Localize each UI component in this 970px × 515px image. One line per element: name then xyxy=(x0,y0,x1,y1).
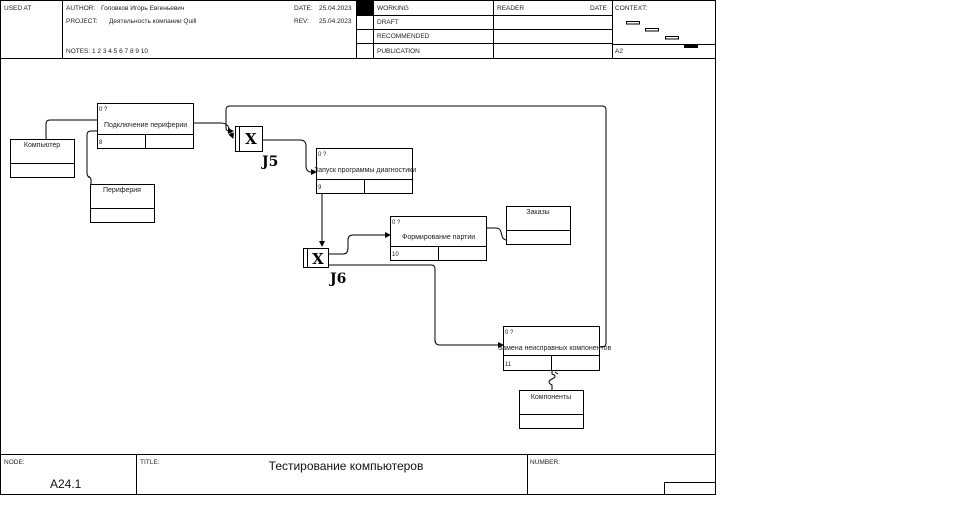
notes-label: NOTES: 1 2 3 4 5 6 7 8 9 10 xyxy=(66,48,148,55)
arrow-j6-to-replace xyxy=(329,264,504,348)
arrow-computer-to-connect xyxy=(45,119,98,139)
title-label: TITLE: xyxy=(140,459,160,466)
project-value: Деятельность компании Quill xyxy=(109,18,197,25)
arrow-j5-to-diagnostics xyxy=(263,139,317,175)
process-box-form-batch[interactable]: 0 ? Формирование партии 10 xyxy=(390,216,487,261)
process-label: Замена неисправных компонентов xyxy=(498,345,612,352)
arrow-periphery-to-connect xyxy=(86,130,98,185)
context-label: CONTEXT: xyxy=(615,5,647,12)
diagram-frame xyxy=(0,0,716,495)
author-label: AUTHOR: xyxy=(66,5,95,12)
junction-j5[interactable]: X J5 xyxy=(235,126,279,170)
ref-box-computer[interactable]: Компьютер xyxy=(10,139,75,178)
ref-box-periphery[interactable]: Периферия xyxy=(90,184,155,223)
ref-label: Компоненты xyxy=(531,394,571,401)
context-mini-diagram xyxy=(626,21,698,48)
footer: NODE: A24.1 TITLE: Тестирование компьюте… xyxy=(0,454,716,495)
arrow-j6-to-batch xyxy=(329,232,391,255)
arrow-replace-to-components xyxy=(548,370,556,390)
junction-symbol: X xyxy=(312,250,324,268)
connectors xyxy=(45,105,607,390)
ref-box-orders[interactable]: Заказы xyxy=(506,206,571,245)
working-status-marker xyxy=(357,1,373,15)
arrow-feedback-to-j5 xyxy=(225,105,607,348)
node-label: NODE: xyxy=(4,459,25,466)
process-box-replace-components[interactable]: 0 ? Замена неисправных компонентов 11 xyxy=(498,326,612,371)
ref-label: Периферия xyxy=(103,187,141,194)
junction-label: J6 xyxy=(328,271,346,287)
header: USED AT AUTHOR: Головков Игорь Евгеньеви… xyxy=(0,0,716,59)
date-label: DATE: xyxy=(294,5,313,12)
arrow-batch-to-orders xyxy=(486,227,508,241)
rev-label: REV: xyxy=(294,18,309,25)
reader-label: READER xyxy=(497,5,524,12)
ref-label: Компьютер xyxy=(24,142,60,149)
process-number: 10 xyxy=(392,252,399,258)
process-label: Формирование партии xyxy=(402,234,475,241)
process-box-run-diagnostics[interactable]: 0 ? Запуск программы диагностики 9 xyxy=(314,148,416,194)
junction-symbol: X xyxy=(245,130,257,148)
process-number: 11 xyxy=(505,362,512,368)
process-number: 9 xyxy=(318,185,322,191)
process-label: Запуск программы диагностики xyxy=(314,167,416,174)
process-number: 8 xyxy=(99,140,103,146)
process-cost: 0 ? xyxy=(99,107,108,113)
status-recommended: RECOMMENDED xyxy=(377,33,430,40)
reader-date-label: DATE xyxy=(590,5,608,12)
ref-label: Заказы xyxy=(526,209,549,216)
junction-label: J5 xyxy=(260,154,278,170)
junction-j6[interactable]: X J6 xyxy=(303,248,347,287)
ref-box-components[interactable]: Компоненты xyxy=(519,390,584,429)
rev-value: 25.04.2023 xyxy=(319,18,352,25)
process-cost: 0 ? xyxy=(318,152,327,158)
process-label: Подключение периферии xyxy=(104,122,187,129)
process-box-connect-periphery[interactable]: 0 ? Подключение периферии 8 xyxy=(97,103,194,149)
author-value: Головков Игорь Евгеньевич xyxy=(101,5,184,12)
status-publication: PUBLICATION xyxy=(377,48,420,55)
project-label: PROJECT: xyxy=(66,18,98,25)
context-node: A2 xyxy=(615,48,623,55)
process-cost: 0 ? xyxy=(392,220,401,226)
process-cost: 0 ? xyxy=(505,330,514,336)
used-at-label: USED AT xyxy=(4,5,31,12)
status-working: WORKING xyxy=(377,5,409,12)
number-label: NUMBER: xyxy=(530,459,560,466)
date-value: 25.04.2023 xyxy=(319,5,352,12)
status-draft: DRAFT xyxy=(377,19,399,26)
diagram-title: Тестирование компьютеров xyxy=(269,459,424,473)
node-value: A24.1 xyxy=(50,477,82,491)
